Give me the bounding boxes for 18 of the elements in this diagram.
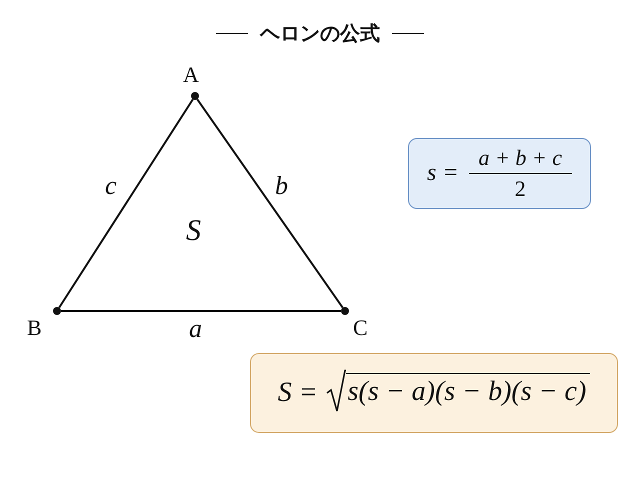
triangle-side	[61, 310, 341, 312]
fraction-denominator: 2	[514, 176, 526, 202]
side-label: c	[105, 171, 117, 201]
title: ヘロンの公式	[260, 20, 380, 47]
side-label: b	[275, 171, 288, 201]
vertex-label: B	[27, 315, 42, 341]
area-label: S	[186, 214, 201, 248]
equation-lhs: S =	[278, 377, 318, 409]
formula-box	[250, 353, 618, 433]
vertex-label: A	[183, 62, 199, 88]
vertex-label: C	[353, 315, 368, 341]
formula-box	[408, 138, 591, 209]
radicand: s(s − a)(s − b)(s − c)	[346, 372, 590, 408]
side-label: a	[189, 314, 202, 344]
triangle-side	[58, 98, 194, 308]
equation-lhs: s =	[426, 160, 459, 187]
fraction-numerator: a + b + c	[478, 145, 563, 171]
triangle-side	[196, 98, 344, 308]
